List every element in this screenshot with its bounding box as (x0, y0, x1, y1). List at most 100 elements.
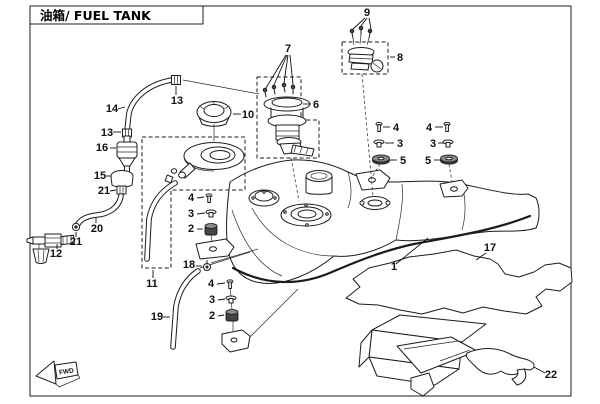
svg-text:15: 15 (94, 170, 106, 182)
fuel-cap (196, 101, 232, 141)
svg-text:18: 18 (183, 259, 195, 271)
callout-1: 1 (391, 237, 429, 273)
callout-10: 10 (233, 109, 254, 121)
mount-bracket (221, 329, 251, 353)
svg-text:2: 2 (188, 223, 194, 235)
hose-clamp-13-top (171, 75, 181, 85)
page-title: 油箱/ FUEL TANK (40, 8, 152, 23)
callout-8: 8 (390, 52, 403, 64)
callouts: 9 8 7 6 10 13 14 13 (50, 7, 557, 381)
callout-11: 11 (146, 270, 158, 290)
valve-dashed-box (341, 41, 389, 75)
callout-2-lower: 2 (209, 310, 225, 322)
fastener-stack-lower (221, 279, 299, 353)
hose-clip-18 (203, 260, 211, 271)
svg-text:11: 11 (146, 278, 158, 290)
tank-pump-opening-ring (280, 203, 332, 227)
svg-text:7: 7 (285, 43, 291, 55)
callout-16: 16 (96, 142, 116, 154)
callout-4-upper-left: 4 (188, 192, 205, 204)
svg-text:8: 8 (397, 52, 403, 64)
callout-21-upper: 21 (98, 185, 117, 197)
svg-text:19: 19 (151, 311, 163, 323)
svg-text:20: 20 (91, 223, 103, 235)
tank-filler-neck (305, 170, 333, 195)
callout-9: 9 (352, 7, 372, 30)
callout-4-right-b: 4 (426, 122, 443, 134)
callout-5-right-b: 5 (425, 155, 441, 167)
callout-2-upper-left: 2 (188, 223, 203, 235)
svg-text:3: 3 (188, 208, 194, 220)
fwd-arrow: FWD (35, 360, 81, 388)
svg-text:22: 22 (545, 369, 557, 381)
svg-text:16: 16 (96, 142, 108, 154)
callout-13-left: 13 (101, 127, 121, 139)
breather-hose-group (26, 75, 260, 264)
svg-text:4: 4 (208, 278, 215, 290)
svg-text:6: 6 (313, 99, 319, 111)
callout-5-right-a: 5 (390, 155, 406, 167)
filler-ring (178, 142, 245, 179)
svg-text:1: 1 (391, 261, 397, 273)
boot-cap-15 (110, 170, 134, 188)
svg-text:3: 3 (430, 138, 436, 150)
filler-neck-assembly (141, 136, 246, 269)
fuel-pump-unit (263, 96, 315, 157)
valve-screws (349, 25, 373, 46)
callout-3-lower: 3 (209, 294, 226, 306)
callout-21-lower: 21 (70, 232, 82, 248)
callout-7: 7 (265, 43, 294, 89)
svg-text:3: 3 (209, 294, 215, 306)
callout-22: 22 (533, 366, 557, 381)
svg-text:13: 13 (101, 127, 113, 139)
callout-4-right-a: 4 (383, 122, 400, 134)
heat-shield-mat (345, 249, 573, 315)
fuel-pump-assembly (256, 76, 320, 202)
tank-weld-seam (231, 214, 532, 284)
svg-text:21: 21 (98, 185, 110, 197)
svg-text:4: 4 (188, 192, 195, 204)
svg-text:4: 4 (393, 122, 400, 134)
fuel-filter (116, 135, 138, 173)
svg-text:4: 4 (426, 122, 433, 134)
fastener-stack-right-a (370, 121, 390, 180)
pump-screws (262, 82, 296, 98)
svg-text:12: 12 (50, 248, 62, 260)
svg-text:9: 9 (364, 7, 370, 19)
fuel-sender-dome (248, 189, 280, 207)
hose-clamp-21-upper (116, 185, 127, 195)
grommet-5 (372, 154, 390, 165)
callout-20: 20 (91, 218, 103, 235)
callout-6: 6 (303, 99, 319, 111)
callout-12: 12 (50, 244, 62, 260)
callout-3-right-b: 3 (430, 138, 444, 150)
rubber-mount-2 (204, 223, 218, 236)
filler-seal (170, 168, 178, 174)
fuel-tank-body (195, 159, 540, 284)
svg-text:21: 21 (70, 236, 82, 248)
tank-front-bracket-tab (195, 238, 235, 260)
svg-text:5: 5 (425, 155, 431, 167)
callout-3-right-a: 3 (385, 138, 403, 150)
fuel-valve-12 (26, 233, 75, 264)
callout-15: 15 (94, 170, 111, 182)
svg-text:14: 14 (106, 103, 119, 115)
drain-hose-group (170, 260, 211, 350)
tank-mount-tab-right (439, 179, 469, 198)
svg-text:17: 17 (484, 242, 496, 254)
svg-text:13: 13 (171, 95, 183, 107)
grommet-5 (440, 154, 458, 165)
callout-17: 17 (475, 242, 496, 261)
callout-13-top: 13 (171, 86, 183, 107)
filler-clip (164, 174, 174, 184)
title-block: 油箱/ FUEL TANK (29, 5, 204, 25)
svg-text:3: 3 (397, 138, 403, 150)
rollover-valve-assembly (341, 25, 389, 198)
valve-mounting-flange (359, 196, 391, 210)
fwd-label: FWD (59, 367, 75, 376)
filler-dashed-box (141, 136, 246, 269)
callout-4-lower: 4 (208, 278, 226, 290)
callout-18: 18 (183, 259, 202, 271)
